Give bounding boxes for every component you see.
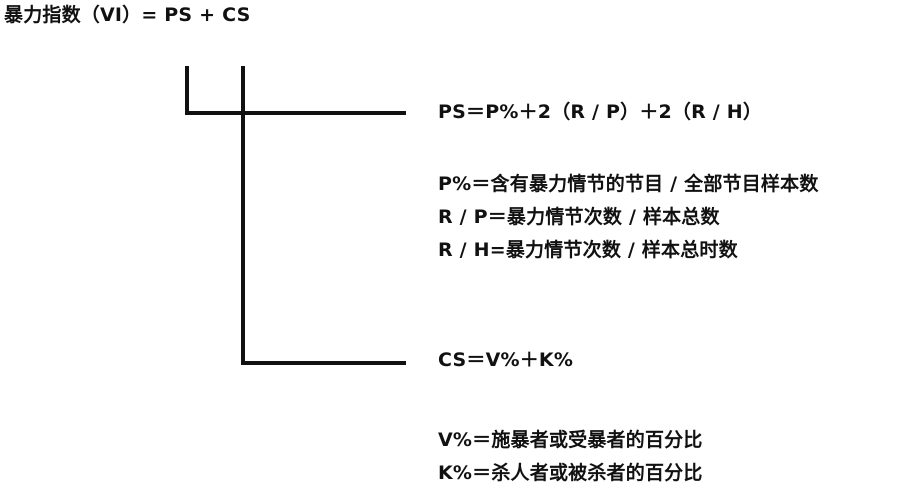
ps-connector-line [185, 111, 406, 115]
ps-formula: PS＝P%＋2（R / P）＋2（R / H） [438, 101, 763, 123]
diagram-title: 暴力指数（VI）= PS + CS [4, 4, 251, 26]
ps-bracket-vertical [185, 66, 189, 115]
cs-formula: CS＝V%＋K% [438, 349, 574, 371]
cs-bracket-vertical [241, 66, 245, 365]
ps-definition-p-percent: P%＝含有暴力情节的节目 / 全部节目样本数 [438, 173, 819, 195]
cs-definition-k-percent: K%＝杀人者或被杀者的百分比 [438, 462, 703, 484]
ps-definition-r-over-p: R / P＝暴力情节次数 / 样本总数 [438, 206, 720, 228]
cs-connector-line [241, 361, 406, 365]
ps-definition-r-over-h: R / H=暴力情节次数 / 样本总时数 [438, 239, 738, 261]
cs-definition-v-percent: V%＝施暴者或受暴者的百分比 [438, 429, 703, 451]
